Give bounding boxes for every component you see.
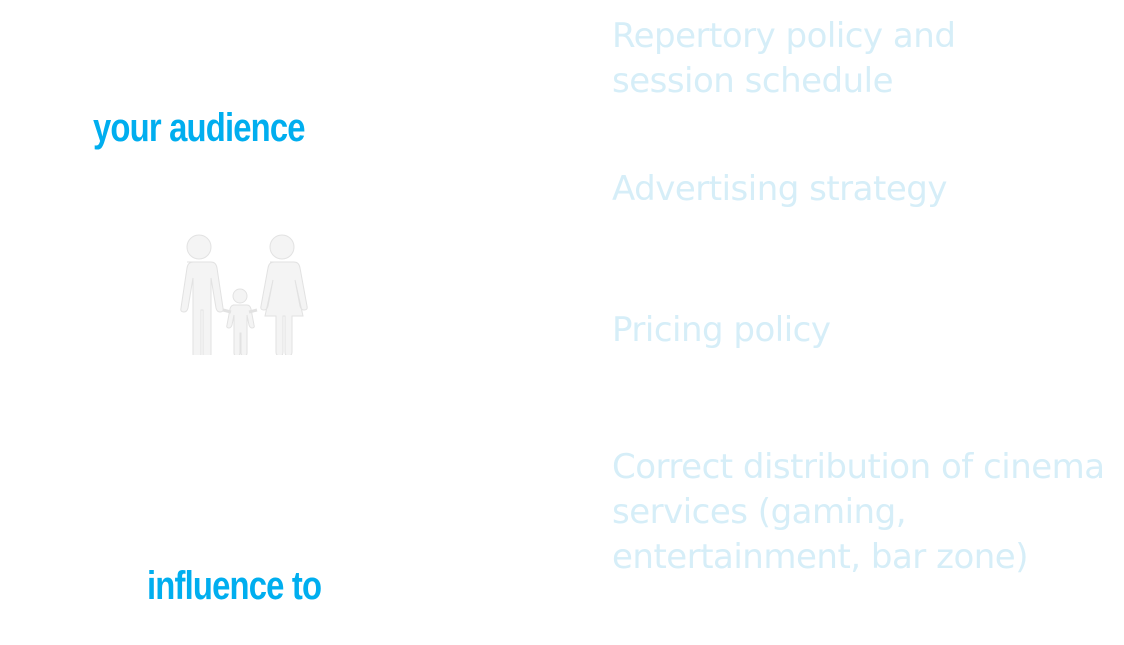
item-line: session schedule [612,61,894,101]
item-repertory-policy: Repertory policy and session schedule [612,14,956,104]
headline-influence-to: influence to [147,564,322,608]
headline-your-audience: your audience [93,106,306,150]
item-advertising-strategy: Advertising strategy [612,167,947,212]
family-icon [180,234,308,355]
item-line: Correct distribution of cinema [612,447,1105,487]
item-line: Advertising strategy [612,169,947,209]
item-line: Repertory policy and [612,16,956,56]
item-distribution-of-services: Correct distribution of cinema services … [612,445,1105,580]
item-pricing-policy: Pricing policy [612,308,831,353]
item-line: services (gaming, [612,492,906,532]
item-line: Pricing policy [612,310,831,350]
item-line: entertainment, bar zone) [612,537,1028,577]
